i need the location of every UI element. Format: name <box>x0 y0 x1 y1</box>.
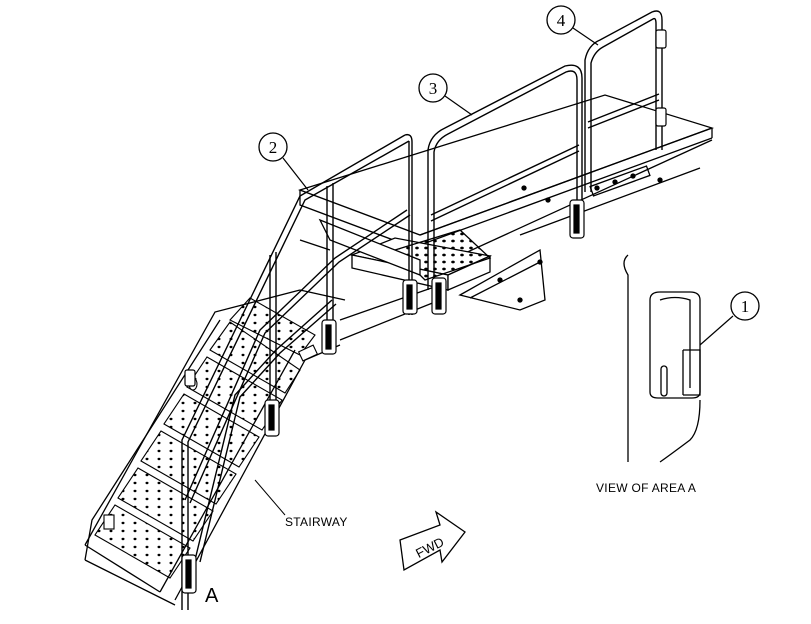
handrail-stair-left <box>181 133 413 610</box>
svg-text:3: 3 <box>429 79 438 98</box>
view-of-area-label: VIEW OF AREA A <box>596 481 696 495</box>
stairway-label: STAIRWAY <box>254 479 348 529</box>
handrail-sockets-stair <box>181 279 418 594</box>
svg-text:1: 1 <box>741 297 750 316</box>
callout-2: 2 <box>258 132 309 191</box>
svg-text:STAIRWAY: STAIRWAY <box>285 515 348 529</box>
area-a-marker: A <box>205 585 219 607</box>
callout-1: 1 <box>691 291 760 353</box>
handrail-platform-end <box>584 10 663 192</box>
svg-text:2: 2 <box>269 138 278 157</box>
handrail-platform-middle <box>427 64 583 290</box>
handrail-sockets-platform <box>431 199 585 315</box>
callout-4: 4 <box>546 5 599 46</box>
platform-structure <box>297 94 715 341</box>
handrail-sockets-end <box>655 29 667 127</box>
detail-view-area-a <box>623 254 701 463</box>
fwd-arrow-icon: FWD <box>399 510 466 572</box>
callout-3: 3 <box>418 73 473 116</box>
svg-text:4: 4 <box>557 11 566 30</box>
